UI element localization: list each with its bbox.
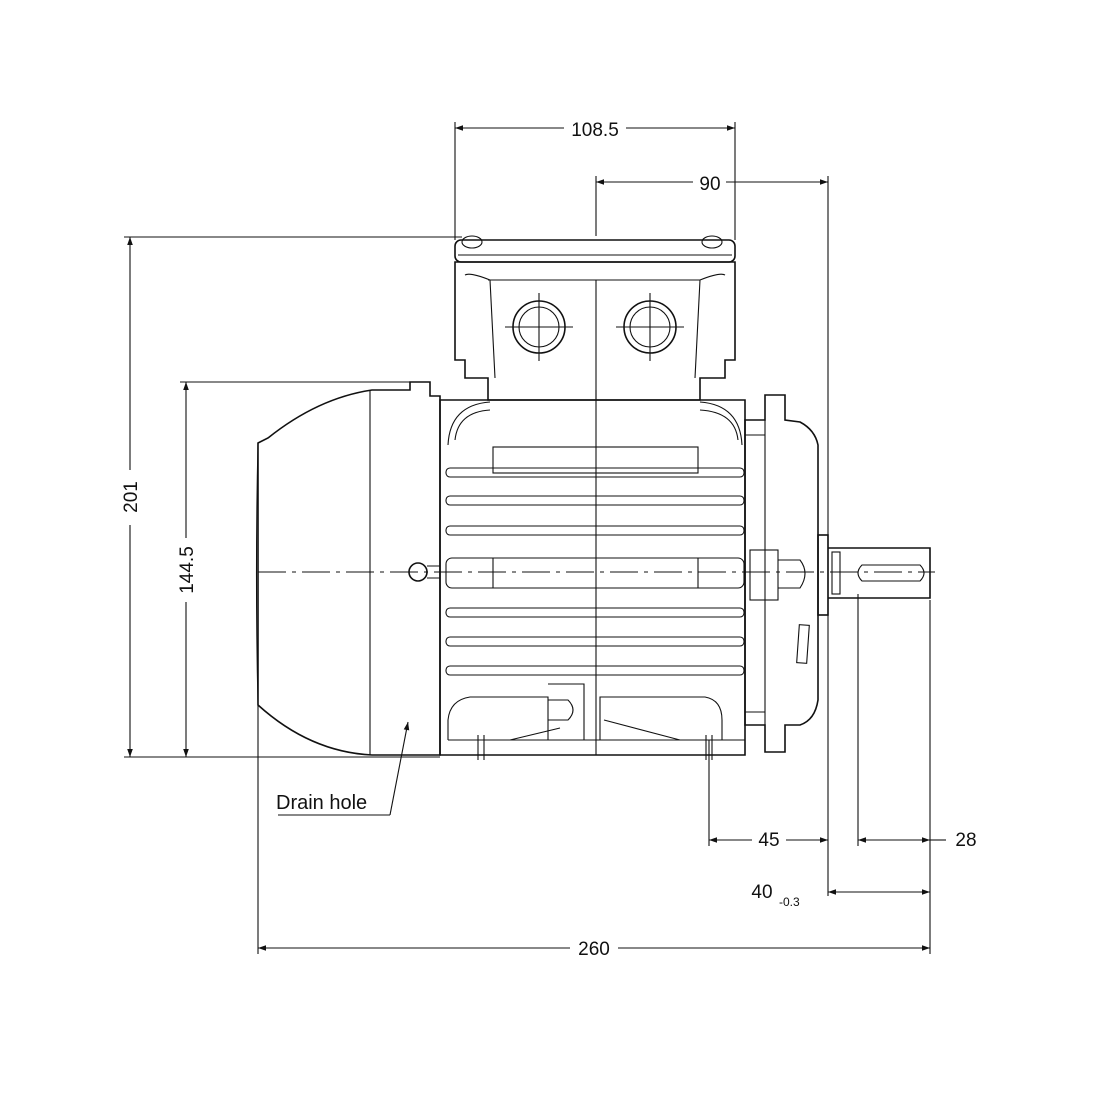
dimension-lines [124,122,946,954]
motor-shaft [828,547,931,599]
motor-feet [447,683,745,760]
cable-gland-left [505,293,573,361]
cooling-fins [445,467,745,676]
dim-260: 260 [578,939,610,960]
dim-28: 28 [955,830,976,851]
fan-cover [257,381,441,756]
stator-frame [439,399,746,756]
dimension-labels: 108.5 90 201 144.5 45 28 40 -0.3 260 Dra… [121,120,977,960]
cable-gland-right [616,293,684,361]
end-shield [744,394,829,753]
drain-hole-label: Drain hole [276,792,367,814]
motor-outline [255,235,935,760]
dim-40: 40 [751,882,772,903]
dim-144-5: 144.5 [177,546,198,594]
dim-40-tolerance: -0.3 [779,895,800,909]
dim-108-5: 108.5 [571,120,619,141]
terminal-box [454,235,736,401]
dim-45: 45 [758,830,779,851]
dim-90: 90 [699,174,720,195]
dim-201: 201 [121,481,142,513]
